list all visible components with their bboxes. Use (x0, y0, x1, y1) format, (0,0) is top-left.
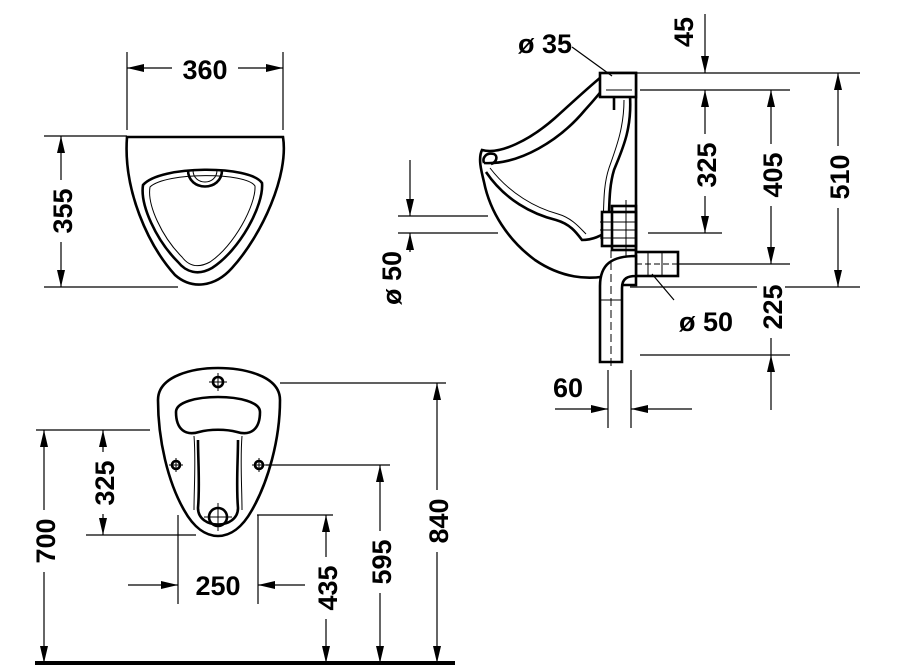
dim-label-595: 595 (367, 539, 397, 584)
dim-width-360: 360 (127, 55, 283, 85)
dim-label-510: 510 (825, 154, 855, 199)
dim-hanger-height-595: 595 (366, 465, 397, 663)
inlet-spreader (186, 169, 224, 188)
dim-inlet-offset-45: 45 (669, 14, 709, 112)
urinal-side-body (478, 71, 638, 287)
dim-label-325-side: 325 (692, 142, 722, 187)
dim-inlet-bottom-405: 405 (757, 90, 788, 264)
rim-opening (174, 395, 262, 435)
dim-hole-spacing-325: 325 (89, 430, 120, 535)
dim-fixing-spacing-250: 250 (128, 571, 305, 601)
dim-label-dia-50-outlet: ø 50 (679, 307, 733, 337)
bowl-inner-rim (141, 168, 264, 274)
dim-total-height-510: 510 (824, 73, 855, 287)
dim-label-dia-35: ø 35 (518, 29, 572, 59)
bowl-top-outline (125, 135, 286, 286)
front-view (35, 366, 455, 665)
dim-label-250: 250 (195, 571, 240, 601)
side-view (398, 46, 860, 428)
dim-label-435: 435 (313, 565, 343, 610)
dim-label-dia-50-rim: ø 50 (377, 251, 407, 305)
dim-rim-diameter-50: ø 50 (377, 160, 414, 305)
dim-rim-height-840: 840 (423, 383, 454, 663)
dim-label-700: 700 (31, 518, 61, 563)
dim-label-355: 355 (48, 188, 78, 233)
dim-label-360: 360 (182, 55, 227, 85)
dim-label-405: 405 (758, 152, 788, 197)
dim-label-45: 45 (669, 17, 699, 47)
inlet-cap (598, 71, 638, 99)
dim-fixing-height-435: 435 (312, 515, 343, 663)
dim-depth-355: 355 (47, 136, 78, 287)
dim-outlet-drop-225: 225 (757, 276, 788, 410)
waste-elbow (598, 254, 638, 364)
urinal-front-outline (156, 366, 282, 538)
dim-label-60: 60 (553, 373, 583, 403)
dim-pipe-offset-60: 60 (553, 373, 692, 413)
dim-label-840: 840 (424, 498, 454, 543)
dim-label-225: 225 (758, 284, 788, 329)
dim-label-325-front: 325 (90, 460, 120, 505)
trap-housing (600, 210, 638, 248)
dim-inlet-outlet-325: 325 (691, 112, 722, 233)
dim-bottom-height-700: 700 (30, 430, 61, 663)
top-view (44, 52, 286, 288)
